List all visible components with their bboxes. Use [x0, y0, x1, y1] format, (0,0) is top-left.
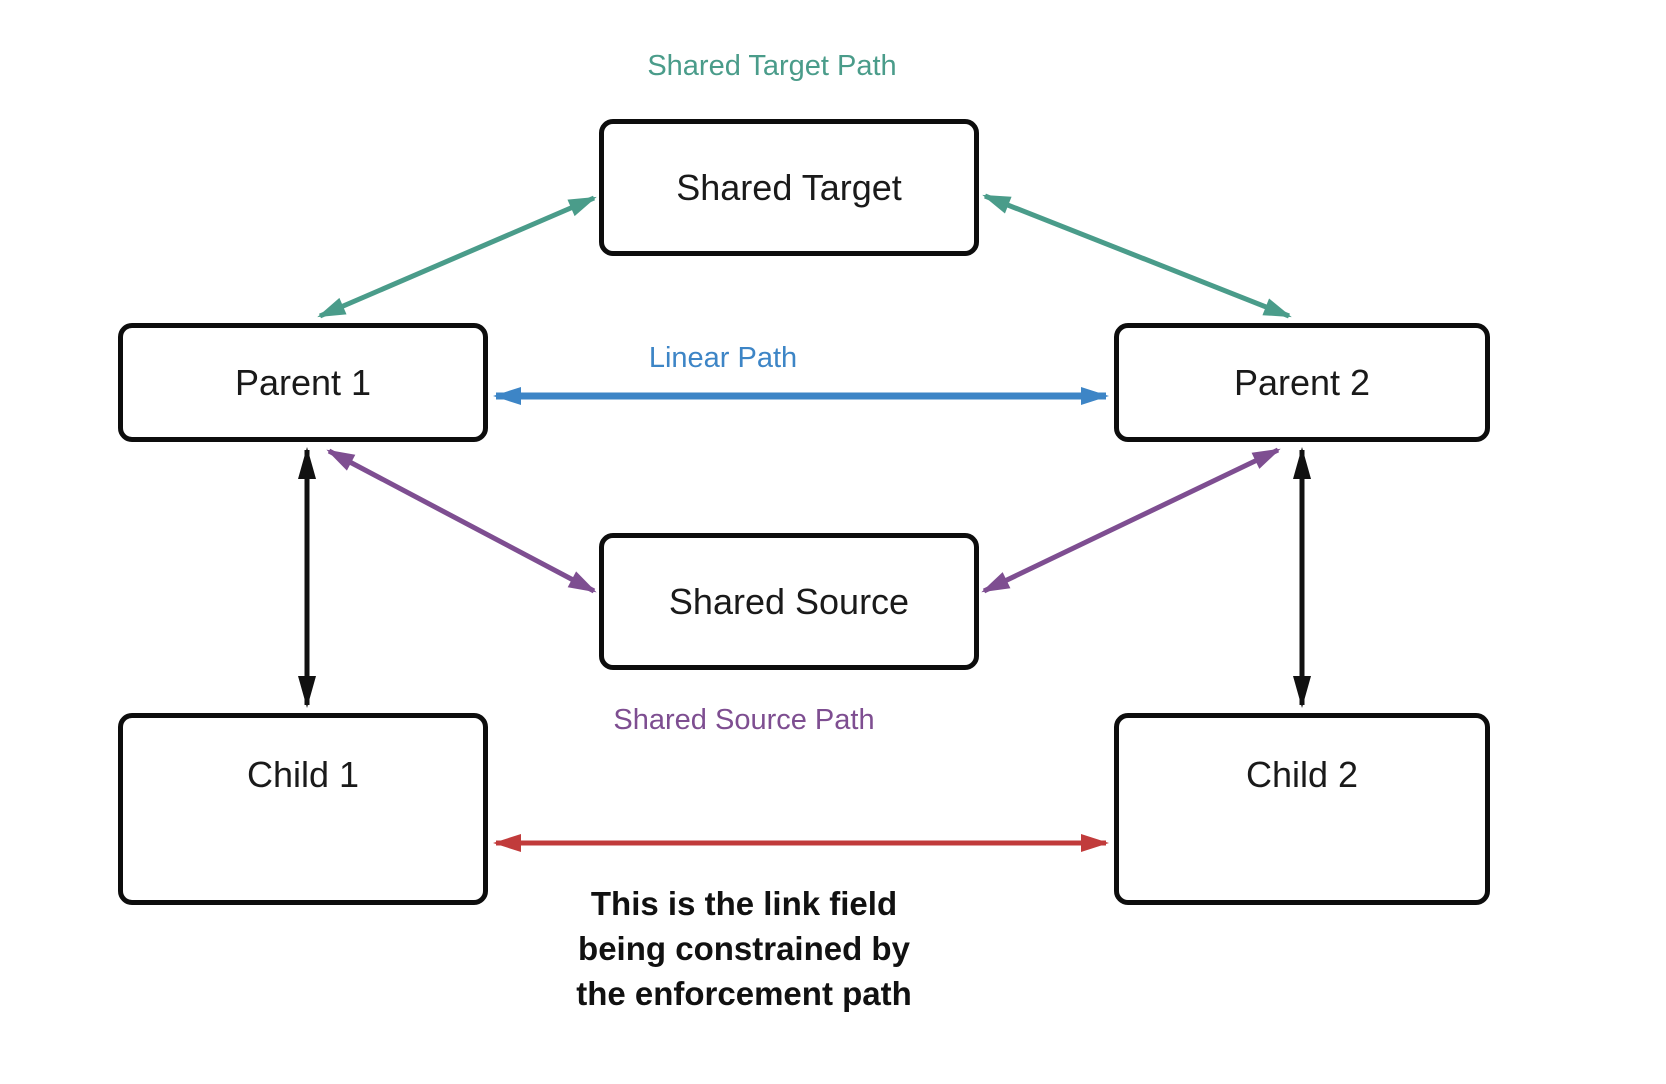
caption-text: This is the link field being constrained… [576, 885, 912, 1012]
edge-shared-target-path-right [982, 193, 1292, 319]
edge-shared-target-path-left [317, 195, 597, 319]
edge-label-linear-path: Linear Path [648, 342, 798, 374]
node-parent-1-label: Parent 1 [234, 361, 372, 403]
node-parent-1: Parent 1 [118, 323, 488, 442]
node-child-1: Child 1 [118, 713, 488, 905]
node-shared-target-label: Shared Target [676, 166, 902, 208]
edge-label-shared-source-path: Shared Source Path [613, 704, 875, 736]
node-parent-2-label: Parent 2 [1233, 361, 1371, 403]
node-child-2: Child 2 [1114, 713, 1490, 905]
node-child-2-label: Child 2 [1245, 754, 1359, 795]
edge-shared-source-path-right [981, 447, 1281, 594]
node-shared-source-label: Shared Source [668, 580, 910, 622]
node-parent-2: Parent 2 [1114, 323, 1490, 442]
node-child-1-label: Child 1 [246, 754, 360, 795]
node-shared-target: Shared Target [599, 119, 979, 256]
edge-label-shared-target-path: Shared Target Path [647, 50, 897, 82]
node-shared-source: Shared Source [599, 533, 979, 670]
edge-shared-source-path-left [326, 448, 597, 594]
